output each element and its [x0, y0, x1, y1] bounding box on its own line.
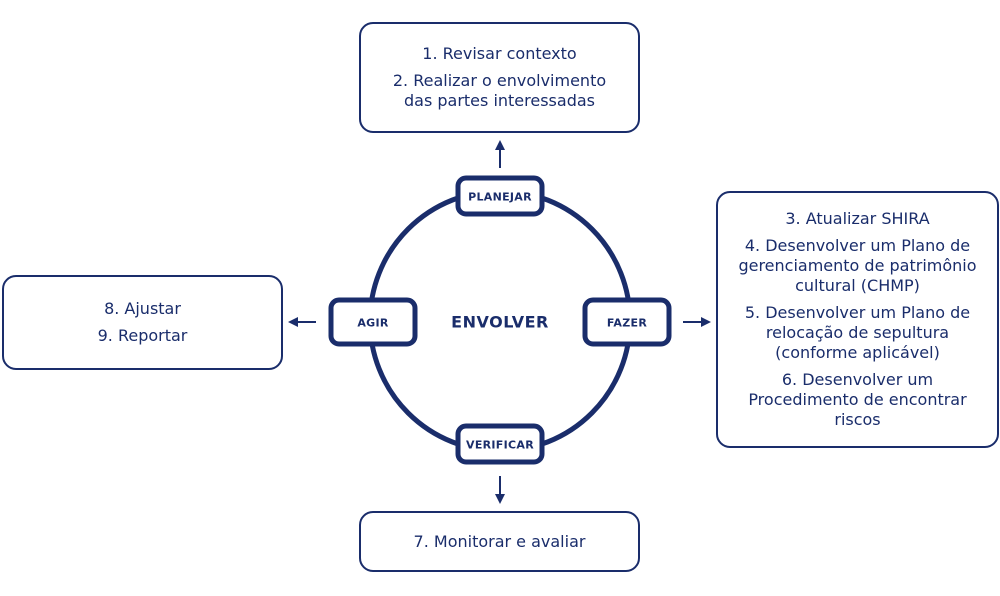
- step-7: 7. Monitorar e avaliar: [413, 531, 586, 551]
- stage-label-do: FAZER: [606, 316, 648, 330]
- check-steps-box: 7. Monitorar e avaliar: [359, 511, 640, 572]
- step-1: 1. Revisar contexto: [422, 44, 577, 63]
- step-8: 8. Ajustar: [104, 299, 181, 318]
- stage-badge-check: [455, 423, 545, 465]
- stage-label-plan: PLANEJAR: [468, 190, 532, 204]
- stage-badge-plan: [455, 175, 545, 217]
- plan-steps-box: 1. Revisar contexto 2. Realizar o envolv…: [359, 22, 640, 133]
- step-5: 5. Desenvolver um Plano de relocação de …: [744, 303, 971, 362]
- act-steps-box: 8. Ajustar 9. Reportar: [2, 275, 283, 370]
- step-4: 4. Desenvolver um Plano de gerenciamento…: [738, 236, 977, 295]
- stage-badge-act: [328, 297, 418, 347]
- stage-label-act: AGIR: [357, 316, 389, 330]
- step-6: 6. Desenvolver um Procedimento de encont…: [748, 370, 967, 429]
- step-2: 2. Realizar o envolvimento das partes in…: [392, 71, 607, 110]
- step-3: 3. Atualizar SHIRA: [785, 209, 930, 228]
- stage-badge-do: [582, 297, 672, 347]
- do-steps-box: 3. Atualizar SHIRA 4. Desenvolver um Pla…: [716, 191, 999, 448]
- center-label: ENVOLVER: [451, 312, 549, 332]
- stage-label-check: VERIFICAR: [466, 438, 534, 452]
- step-9: 9. Reportar: [97, 326, 188, 345]
